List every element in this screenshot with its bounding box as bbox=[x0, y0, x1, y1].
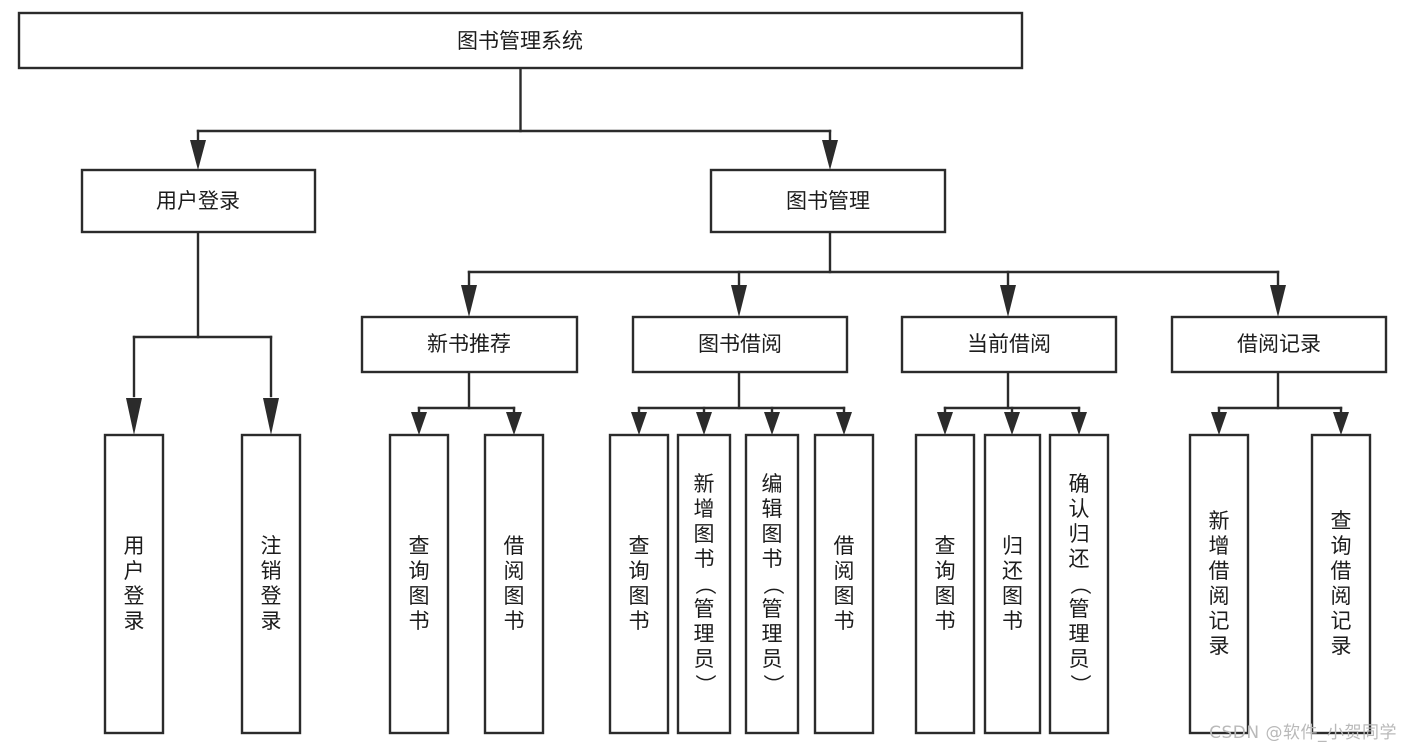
leaf-user-login[interactable] bbox=[103, 433, 165, 735]
node-root-system-label: 图书管理系统 bbox=[457, 29, 583, 53]
node-root-system[interactable]: 图书管理系统 bbox=[17, 11, 1024, 70]
connector-root-to-level1 bbox=[190, 66, 838, 170]
watermark-text: CSDN @软件_小贺同学 bbox=[1209, 723, 1397, 743]
node-new-book-recommend[interactable]: 新书推荐 bbox=[360, 315, 579, 374]
connector-currentborrow-to-leaves bbox=[937, 370, 1087, 435]
node-user-login[interactable]: 用户登录 bbox=[80, 168, 317, 234]
leaf-query-book-current[interactable] bbox=[914, 433, 976, 735]
node-book-management-label: 图书管理 bbox=[786, 189, 870, 213]
node-borrow-record[interactable]: 借阅记录 bbox=[1170, 315, 1388, 374]
node-book-management[interactable]: 图书管理 bbox=[709, 168, 947, 234]
leaf-query-borrow-record[interactable] bbox=[1310, 433, 1372, 735]
leaf-borrow-book-recommend[interactable] bbox=[483, 433, 545, 735]
connector-userlogin-to-leaves bbox=[126, 230, 279, 435]
leaf-return-book[interactable] bbox=[983, 433, 1042, 735]
node-book-borrow[interactable]: 图书借阅 bbox=[631, 315, 849, 374]
connector-bookmgmt-to-level2 bbox=[461, 230, 1286, 317]
leaf-add-book-admin[interactable] bbox=[676, 433, 732, 735]
node-current-borrow-label: 当前借阅 bbox=[967, 332, 1051, 356]
leaf-borrow-book[interactable] bbox=[813, 433, 875, 735]
connector-bookborrow-to-leaves bbox=[631, 370, 852, 435]
node-new-book-recommend-label: 新书推荐 bbox=[427, 332, 511, 356]
node-user-login-label: 用户登录 bbox=[156, 189, 240, 213]
node-book-borrow-label: 图书借阅 bbox=[698, 332, 782, 356]
connector-borrowrecord-to-leaves bbox=[1211, 370, 1349, 435]
leaf-query-book-borrow[interactable] bbox=[608, 433, 670, 735]
leaf-query-book-recommend[interactable] bbox=[388, 433, 450, 735]
connector-newbook-to-leaves bbox=[411, 370, 522, 435]
node-borrow-record-label: 借阅记录 bbox=[1237, 332, 1321, 356]
leaf-edit-book-admin[interactable] bbox=[744, 433, 800, 735]
node-current-borrow[interactable]: 当前借阅 bbox=[900, 315, 1118, 374]
leaf-logout[interactable] bbox=[240, 433, 302, 735]
leaf-confirm-return-admin[interactable] bbox=[1048, 433, 1110, 735]
leaf-add-borrow-record[interactable] bbox=[1188, 433, 1250, 735]
